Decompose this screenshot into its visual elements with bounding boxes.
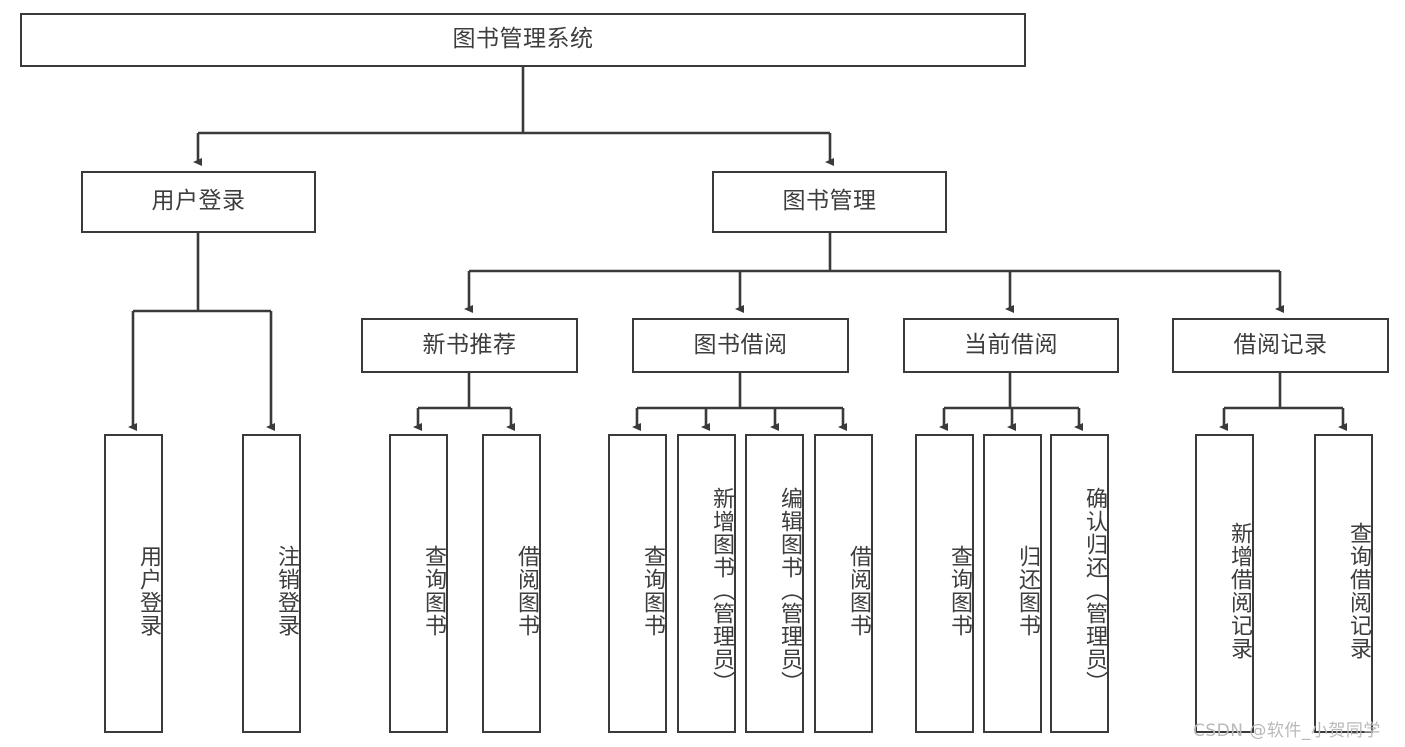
leaf-confirm-return[interactable]: 确认归还（管理员）	[1050, 434, 1109, 733]
leaf-query-book-2[interactable]: 查询图书	[608, 434, 667, 733]
node-book-borrow[interactable]: 图书借阅	[632, 318, 849, 373]
leaf-add-book-label: 新增图书（管理员）	[709, 487, 734, 694]
leaf-borrow-book-2-label: 借阅图书	[846, 544, 871, 637]
leaf-user-login[interactable]: 用户登录	[104, 434, 163, 733]
csdn-watermark: CSDN @软件_小贺同学	[1193, 721, 1381, 741]
leaf-edit-book-label: 编辑图书（管理员）	[777, 487, 802, 694]
node-user-login-label: 用户登录	[151, 188, 246, 215]
node-root[interactable]: 图书管理系统	[20, 13, 1026, 67]
leaf-add-record-label: 新增借阅记录	[1227, 521, 1252, 660]
node-root-label: 图书管理系统	[452, 26, 594, 53]
leaf-query-book-3-label: 查询图书	[947, 544, 972, 637]
node-book-manage-label: 图书管理	[782, 188, 877, 215]
leaf-edit-book[interactable]: 编辑图书（管理员）	[745, 434, 804, 733]
node-user-login[interactable]: 用户登录	[81, 171, 316, 233]
leaf-add-book[interactable]: 新增图书（管理员）	[677, 434, 736, 733]
leaf-query-book-1-label: 查询图书	[421, 544, 446, 637]
leaf-query-book-2-label: 查询图书	[640, 544, 665, 637]
leaf-query-record-label: 查询借阅记录	[1346, 521, 1371, 660]
node-borrow-record-label: 借阅记录	[1233, 331, 1328, 358]
leaf-borrow-book-1[interactable]: 借阅图书	[482, 434, 541, 733]
leaf-query-book-3[interactable]: 查询图书	[915, 434, 974, 733]
leaf-query-record[interactable]: 查询借阅记录	[1314, 434, 1373, 733]
leaf-user-login-label: 用户登录	[136, 544, 161, 637]
leaf-return-book[interactable]: 归还图书	[983, 434, 1042, 733]
leaf-return-book-label: 归还图书	[1015, 544, 1040, 637]
leaf-borrow-book-2[interactable]: 借阅图书	[814, 434, 873, 733]
leaf-user-logout-label: 注销登录	[274, 544, 299, 637]
leaf-user-logout[interactable]: 注销登录	[242, 434, 301, 733]
node-borrow-record[interactable]: 借阅记录	[1172, 318, 1389, 373]
node-book-manage[interactable]: 图书管理	[712, 171, 947, 233]
leaf-add-record[interactable]: 新增借阅记录	[1195, 434, 1254, 733]
node-book-borrow-label: 图书借阅	[693, 331, 788, 358]
leaf-borrow-book-1-label: 借阅图书	[514, 544, 539, 637]
leaf-confirm-return-label: 确认归还（管理员）	[1082, 487, 1107, 694]
node-current-borrow-label: 当前借阅	[964, 331, 1058, 358]
node-current-borrow[interactable]: 当前借阅	[903, 318, 1119, 373]
leaf-query-book-1[interactable]: 查询图书	[389, 434, 448, 733]
node-new-book-recommend-label: 新书推荐	[422, 331, 517, 358]
node-new-book-recommend[interactable]: 新书推荐	[361, 318, 578, 373]
